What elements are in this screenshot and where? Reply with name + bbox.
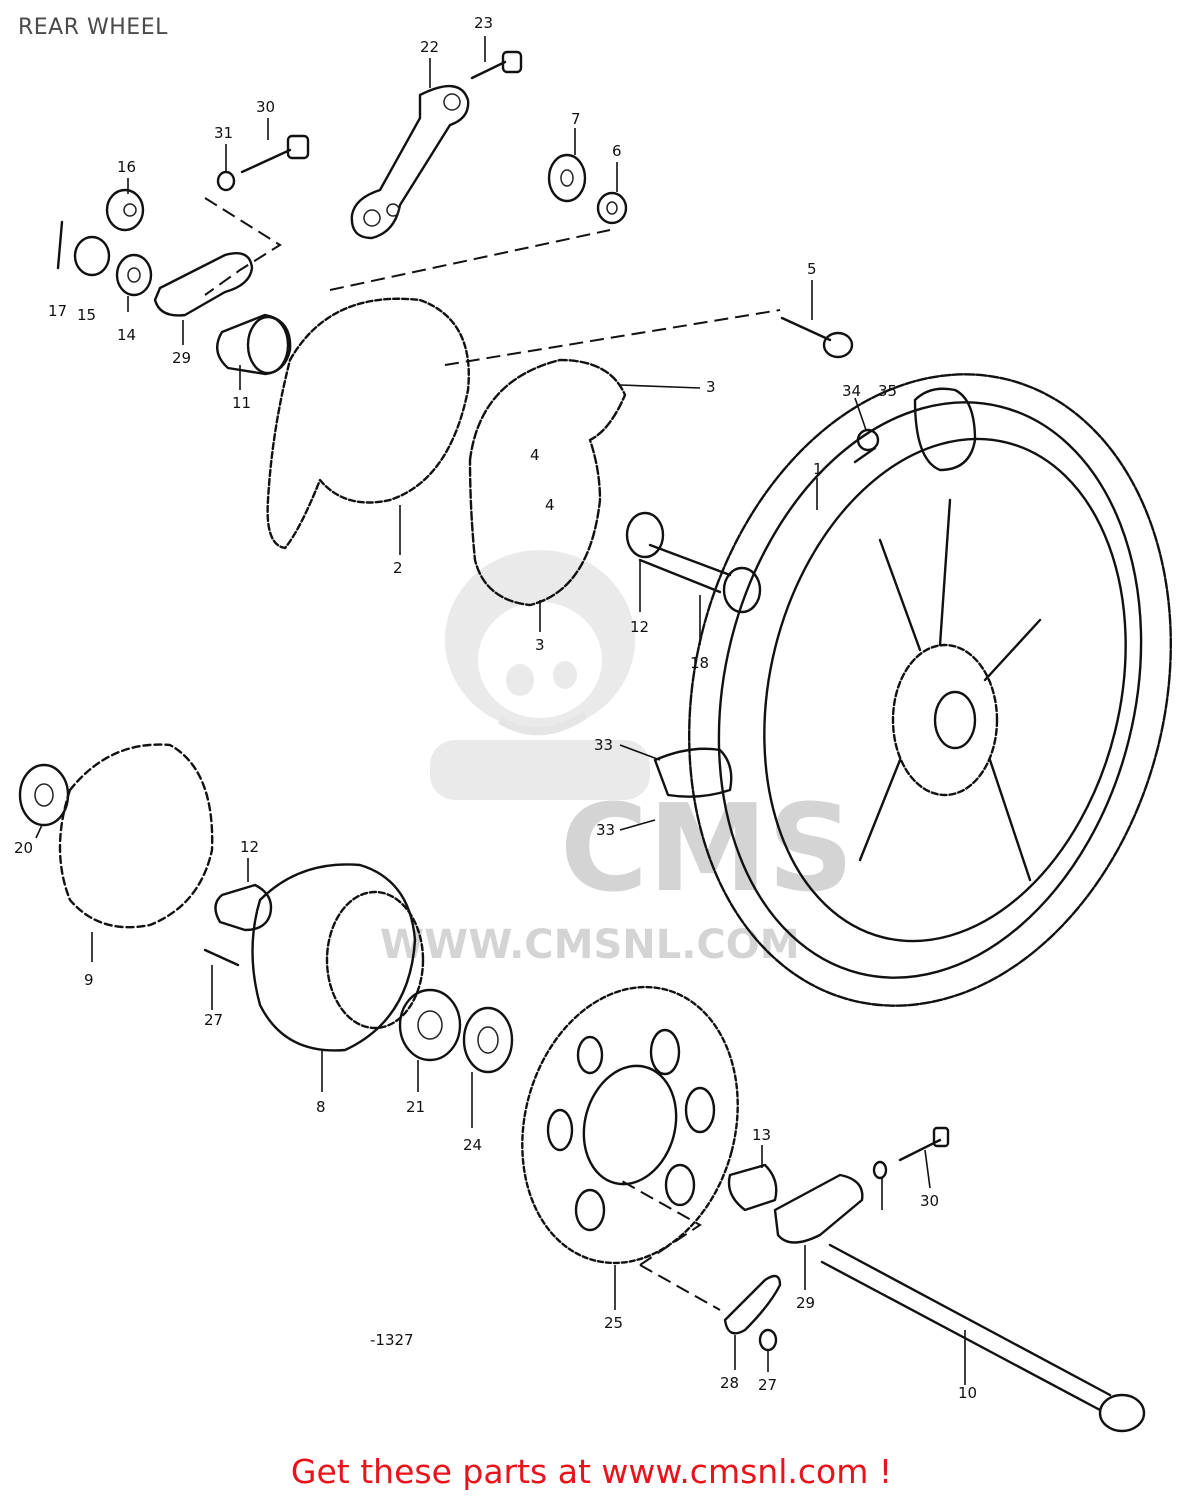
page-title: REAR WHEEL <box>18 15 168 40</box>
callout-10: 10 <box>958 1384 977 1402</box>
callout-18: 18 <box>690 654 709 672</box>
callout-13: 13 <box>752 1126 771 1144</box>
callout-3-bottom: 3 <box>535 636 545 654</box>
callout-29: 29 <box>172 349 191 367</box>
bearing-20 <box>18 763 70 827</box>
callout-11: 11 <box>232 394 251 412</box>
washer-7 <box>547 153 587 203</box>
bolt-27 <box>203 948 240 967</box>
callout-20: 20 <box>14 839 33 857</box>
bolt-30-right <box>872 1126 950 1180</box>
brake-panel <box>266 297 470 550</box>
callout-30-right: 30 <box>920 1192 939 1210</box>
callout-29-right: 29 <box>796 1294 815 1312</box>
rear-axle <box>820 1243 1146 1433</box>
callout-24: 24 <box>463 1136 482 1154</box>
spacer-11 <box>216 313 292 376</box>
spacer-13 <box>727 1163 778 1212</box>
callout-27-left: 27 <box>204 1011 223 1029</box>
callout-28: 28 <box>720 1374 739 1392</box>
plate-28 <box>723 1274 782 1335</box>
callout-35: 35 <box>878 382 897 400</box>
callout-8: 8 <box>316 1098 326 1116</box>
callout-33-upper: 33 <box>594 736 613 754</box>
callout-5: 5 <box>807 260 817 278</box>
watermark: CMS WWW.CMSNL.COM <box>380 550 854 968</box>
rear-wheel <box>653 373 1173 1007</box>
callout-31: 31 <box>214 124 233 142</box>
callout-22: 22 <box>420 38 439 56</box>
callout-27-right: 27 <box>758 1376 777 1394</box>
axle-sleeve <box>625 511 762 614</box>
callout-21: 21 <box>406 1098 425 1116</box>
spacer-12 <box>214 883 273 932</box>
footer-cta: Get these parts at www.cmsnl.com ! <box>0 1452 1183 1491</box>
adjuster-right <box>773 1173 864 1244</box>
diagram-code: -1327 <box>370 1331 414 1349</box>
callout-7: 7 <box>571 110 581 128</box>
callout-34: 34 <box>842 382 861 400</box>
cush-drum <box>58 743 214 929</box>
nut-6 <box>596 191 628 225</box>
rear-sprocket <box>521 985 739 1265</box>
callout-4-upper: 4 <box>530 446 540 464</box>
callout-4-lower: 4 <box>545 496 555 514</box>
callout-30: 30 <box>256 98 275 116</box>
callout-15: 15 <box>77 306 96 324</box>
callout-12-top: 12 <box>630 618 649 636</box>
torque-link <box>350 85 470 240</box>
callouts: 23 22 30 31 7 6 16 17 15 14 29 11 5 3 34… <box>14 14 977 1402</box>
callout-23: 23 <box>474 14 493 32</box>
callout-25: 25 <box>604 1314 623 1332</box>
bolt-30 <box>240 134 310 174</box>
valve-5 <box>780 316 854 359</box>
adjuster-left <box>56 188 254 317</box>
watermark-mascot <box>430 550 650 800</box>
callout-3-top: 3 <box>706 378 716 396</box>
callout-6: 6 <box>612 142 622 160</box>
callout-17: 17 <box>48 302 67 320</box>
leader-lines <box>35 36 966 1385</box>
seal-24 <box>462 1006 514 1074</box>
nut-27 <box>758 1328 778 1352</box>
bolt-23 <box>470 50 523 80</box>
callout-33-lower: 33 <box>596 821 615 839</box>
nut-31 <box>216 170 236 192</box>
bearing-21 <box>398 988 462 1062</box>
sprocket-carrier <box>251 863 425 1052</box>
footer-cta-link[interactable]: Get these parts at www.cmsnl.com ! <box>290 1452 893 1491</box>
watermark-url: WWW.CMSNL.COM <box>380 922 800 968</box>
callout-2: 2 <box>393 559 403 577</box>
callout-14: 14 <box>117 326 136 344</box>
brake-shoes <box>468 358 627 607</box>
callout-9: 9 <box>84 971 94 989</box>
callout-12-left: 12 <box>240 838 259 856</box>
callout-1: 1 <box>813 460 823 478</box>
callout-16: 16 <box>117 158 136 176</box>
